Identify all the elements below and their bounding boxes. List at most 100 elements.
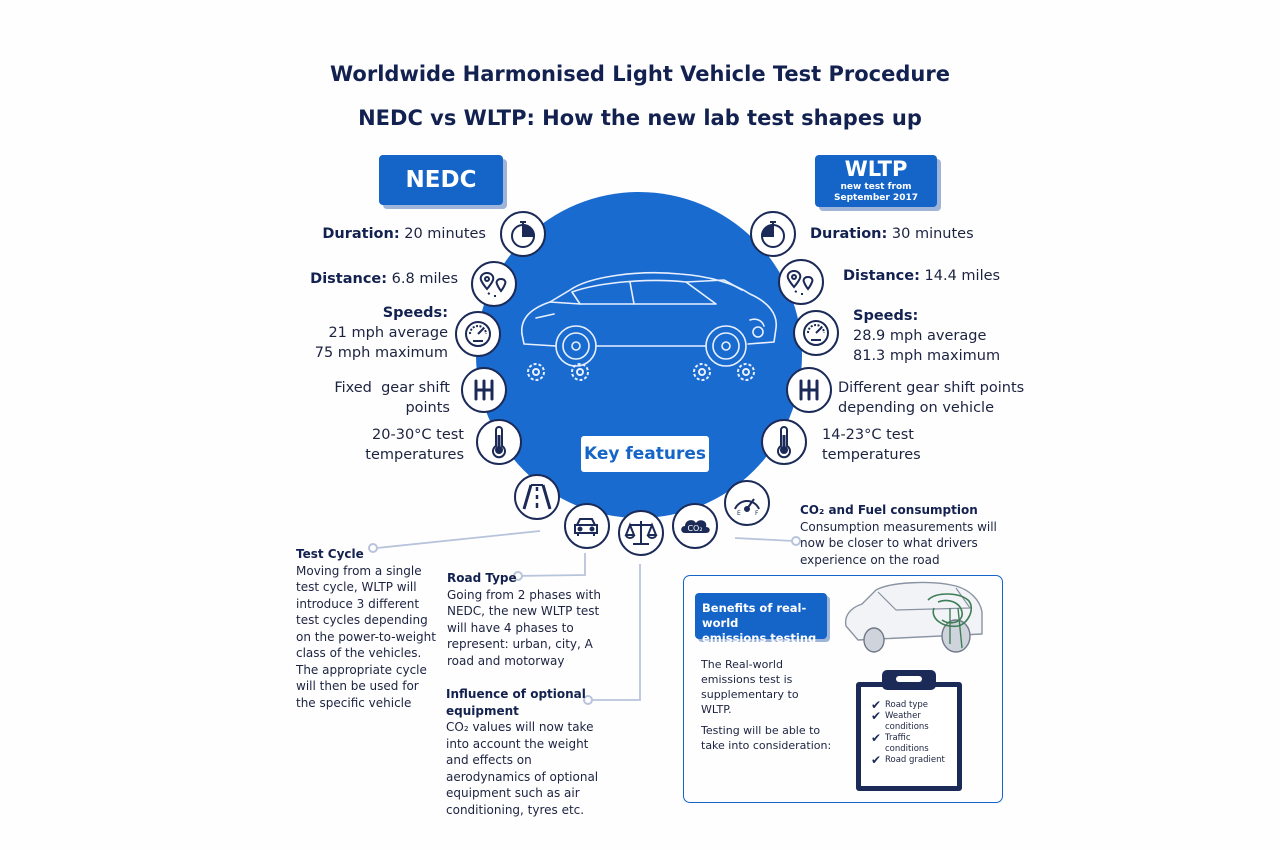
wltp-speeds: Speeds: 28.9 mph average 81.3 mph maximu… <box>853 306 1073 366</box>
benefits-box <box>683 575 1003 803</box>
optional-equipment-heading-2: equipment <box>446 703 519 718</box>
test-cycle-body: Moving from a single test cycle, WLTP wi… <box>296 563 436 710</box>
connector-dot <box>791 536 801 546</box>
checklist-item: ✔Traffic conditions <box>871 731 957 755</box>
wltp-temp: 14-23°C test temperatures <box>822 425 1022 465</box>
speedometer-icon <box>455 311 501 357</box>
wltp-gear-line2: depending on vehicle <box>838 400 994 416</box>
benefits-tab-line2: emissions testing <box>702 631 817 645</box>
checklist-item-label: Road gradient <box>885 755 945 765</box>
nedc-distance-label: Distance: <box>310 271 388 287</box>
connector-dot <box>583 695 593 705</box>
nedc-gear-line1: Fixed gear shift <box>334 380 450 396</box>
nedc-temp-line2: temperatures <box>365 447 464 463</box>
nedc-gear-line2: points <box>405 400 450 416</box>
road-type-heading: Road Type <box>447 571 517 585</box>
checklist: ✔Road type ✔Weather conditions ✔Traffic … <box>871 698 957 767</box>
page-title: Worldwide Harmonised Light Vehicle Test … <box>330 62 950 86</box>
gear-stick-icon <box>461 367 507 413</box>
nedc-duration-value: 20 minutes <box>404 226 486 242</box>
nedc-speed-max: 75 mph maximum <box>314 345 448 361</box>
nedc-temp: 20-30°C test temperatures <box>264 425 464 465</box>
wltp-gear: Different gear shift points depending on… <box>838 378 1078 418</box>
wltp-tab-title: WLTP <box>844 157 908 181</box>
connector-dot <box>368 543 378 553</box>
road-icon <box>514 474 560 520</box>
nedc-tab: NEDC <box>379 155 503 205</box>
optional-equipment-heading-1: Influence of optional <box>446 687 586 701</box>
key-features-label: Key features <box>581 436 709 472</box>
test-cycle-text: Test Cycle Moving from a single test cyc… <box>296 546 438 711</box>
wltp-speed-avg: 28.9 mph average <box>853 328 987 344</box>
wltp-temp-line2: temperatures <box>822 447 921 463</box>
checkmark-icon: ✔ <box>871 709 882 723</box>
map-pins-icon <box>778 259 824 305</box>
nedc-distance-value: 6.8 miles <box>391 271 458 287</box>
wltp-distance: Distance: 14.4 miles <box>843 266 1073 286</box>
clipboard <box>856 682 962 791</box>
connector-dot <box>513 571 523 581</box>
nedc-temp-line1: 20-30°C test <box>372 427 464 443</box>
wltp-gear-line1: Different gear shift points <box>838 380 1025 396</box>
wltp-distance-value: 14.4 miles <box>924 268 1001 284</box>
checkmark-icon: ✔ <box>871 698 882 712</box>
wltp-tab-sub1: new test from <box>840 182 912 192</box>
wltp-distance-label: Distance: <box>843 268 920 284</box>
benefits-tab: Benefits of real-world emissions testing <box>695 593 827 645</box>
checklist-item: ✔Road type <box>871 698 957 712</box>
benefits-text-1: The Real-world emissions test is supplem… <box>701 658 799 716</box>
co2-fuel-heading: CO₂ and Fuel consumption <box>800 503 978 517</box>
co2-cloud-icon: CO₂ <box>672 503 718 549</box>
checklist-item: ✔Road gradient <box>871 753 957 767</box>
emissions-test-car-illustration <box>844 581 983 653</box>
checklist-item: ✔Weather conditions <box>871 709 957 733</box>
wltp-tab: WLTP new test from September 2017 <box>815 155 937 207</box>
checklist-item-label: Road type <box>885 700 929 710</box>
co2-cloud-text: CO₂ <box>687 524 702 533</box>
nedc-speeds: Speeds: 21 mph average 75 mph maximum <box>248 303 448 363</box>
scales-icon <box>618 510 664 556</box>
fuel-gauge-e: E <box>737 510 741 517</box>
co2-fuel-text: CO₂ and Fuel consumption Consumption mea… <box>800 502 1018 568</box>
thermometer-icon <box>476 419 522 465</box>
stopwatch-icon <box>750 211 796 257</box>
nedc-duration-label: Duration: <box>322 226 400 242</box>
optional-equipment-text: Influence of optional equipment CO₂ valu… <box>446 686 608 818</box>
optional-equipment-body: CO₂ values will now take into account th… <box>446 720 599 817</box>
test-cycle-heading: Test Cycle <box>296 547 364 561</box>
co2-fuel-body: Consumption measurements will now be clo… <box>800 519 997 567</box>
car-illustration <box>521 271 777 367</box>
road-type-body: Going from 2 phases with NEDC, the new W… <box>447 587 601 668</box>
nedc-speeds-label: Speeds: <box>382 305 448 321</box>
benefits-text-2: Testing will be able to take into consid… <box>701 724 832 752</box>
wltp-tab-sub2: September 2017 <box>834 193 918 203</box>
wltp-duration: Duration: 30 minutes <box>810 224 1040 244</box>
nedc-duration: Duration: 20 minutes <box>250 224 486 244</box>
nedc-distance: Distance: 6.8 miles <box>220 269 458 289</box>
road-type-text: Road Type Going from 2 phases with NEDC,… <box>447 570 609 669</box>
wltp-duration-value: 30 minutes <box>891 226 974 242</box>
checkmark-icon: ✔ <box>871 731 882 745</box>
speedometer-icon <box>793 310 839 356</box>
wltp-duration-label: Duration: <box>810 226 888 242</box>
wltp-speed-max: 81.3 mph maximum <box>853 348 1001 364</box>
nedc-speed-avg: 21 mph average <box>328 325 448 341</box>
wltp-temp-line1: 14-23°C test <box>822 427 914 443</box>
checklist-item-label: Weather conditions <box>885 711 929 732</box>
stopwatch-icon <box>500 211 546 257</box>
clipboard-clip-hole <box>896 676 922 682</box>
roller-gears <box>527 363 755 381</box>
map-pins-icon <box>471 261 517 307</box>
checklist-item-label: Traffic conditions <box>885 733 929 754</box>
nedc-gear: Fixed gear shift points <box>250 378 450 418</box>
benefits-tab-line1: Benefits of real-world <box>702 601 807 630</box>
fuel-gauge-f: F <box>755 510 759 517</box>
checkmark-icon: ✔ <box>871 753 882 767</box>
gear-stick-icon <box>786 367 832 413</box>
traffic-cars-icon <box>564 503 610 549</box>
thermometer-icon <box>761 419 807 465</box>
page-subtitle: NEDC vs WLTP: How the new lab test shape… <box>358 106 922 130</box>
wltp-speeds-label: Speeds: <box>853 308 919 324</box>
